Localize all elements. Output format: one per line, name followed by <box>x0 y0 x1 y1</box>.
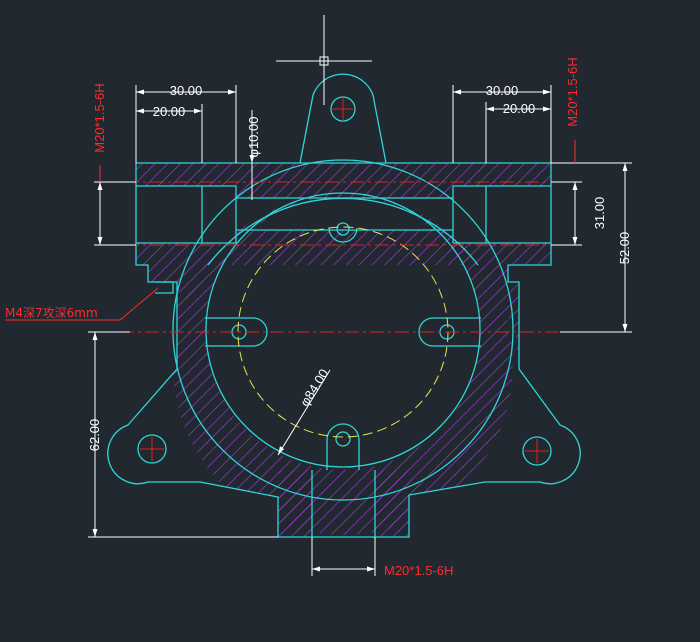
annotation-leaders <box>5 140 576 321</box>
tapped-hole-note: M4深7攻深6mm <box>5 306 98 320</box>
dim-top-right-inner: 20.00 <box>503 101 536 116</box>
section-hatching <box>136 163 551 537</box>
dim-top-right-outer: 30.00 <box>486 83 519 98</box>
dim-hole-diameter: φ10.00 <box>246 117 261 158</box>
thread-callout-right: M20*1.5-6H <box>565 57 580 126</box>
dim-pitch-diameter: φ84.00 <box>297 366 331 409</box>
part-outline <box>107 73 581 538</box>
dim-top-left-inner: 20.00 <box>153 104 186 119</box>
hole-crosses <box>140 97 549 463</box>
centerlines <box>120 181 565 333</box>
dim-right-thread-span: 31.00 <box>592 197 607 230</box>
dim-left-overall: 62.00 <box>87 419 102 452</box>
thread-callout-left: M20*1.5-6H <box>92 83 107 152</box>
dim-top-left-outer: 30.00 <box>170 83 203 98</box>
dimension-arrows <box>92 89 628 572</box>
thread-callout-bottom: M20*1.5-6H <box>384 563 453 578</box>
dimension-lines <box>88 85 632 576</box>
crosshair-cursor <box>276 15 372 105</box>
dim-right-overall: 52.00 <box>617 232 632 265</box>
